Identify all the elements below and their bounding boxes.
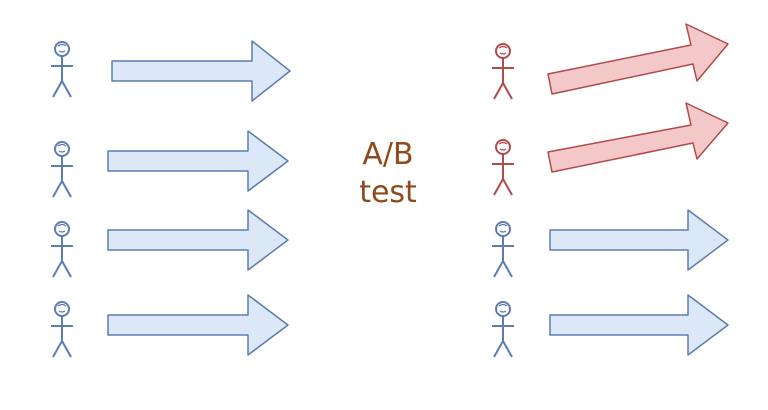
left-arrow-4 (107, 294, 289, 356)
ab-test-label: A/B test (338, 136, 438, 212)
left-person-4 (50, 301, 74, 358)
right-person-4 (491, 301, 515, 358)
right-arrow-4 (549, 294, 729, 356)
left-arrow-3 (107, 209, 289, 271)
ab-test-label-line2: test (359, 175, 417, 210)
left-arrow-2 (107, 130, 289, 192)
left-person-2 (50, 141, 74, 198)
left-person-1 (50, 41, 74, 98)
right-person-3 (491, 221, 515, 278)
right-person-1-variant (491, 43, 515, 100)
ab-test-label-line1: A/B (362, 137, 414, 172)
right-arrow-3 (549, 209, 729, 271)
right-person-2-variant (491, 139, 515, 196)
right-arrow-2-variant (547, 102, 729, 173)
right-arrow-1-variant (547, 23, 729, 95)
left-person-3 (50, 221, 74, 278)
left-arrow-1 (111, 40, 291, 102)
